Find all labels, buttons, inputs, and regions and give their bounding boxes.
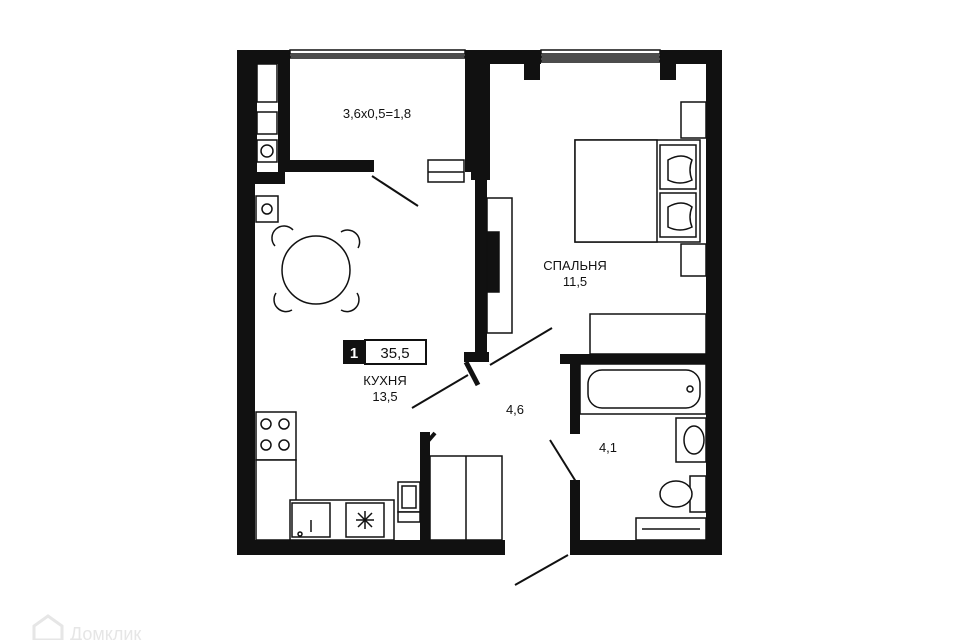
watermark: Домклик [32,614,141,640]
toilet-icon [659,475,707,513]
air-conditioner [427,159,465,183]
bedroom-area-label: 11,5 [563,274,587,289]
hall-fixtures [397,197,513,541]
total-area: 35,5 [380,345,409,362]
bathroom-fixtures [579,363,707,541]
door-icon [371,175,579,586]
bathroom-area-label: 4,1 [599,440,617,455]
balcony-shelves [256,63,278,163]
stove-icon [255,411,297,461]
bed-icon [574,101,707,355]
washing-machine-icon [345,502,385,538]
kitchen-fixtures [255,195,395,541]
walls [237,50,722,555]
watermark-text: Домклик [70,624,141,640]
sink-icon [291,502,331,538]
window-icon [289,49,661,63]
kitchen-area-label: 13,5 [372,389,397,404]
hall-area-label: 4,6 [506,402,524,417]
balcony-area-label: 3,6x0,5=1,8 [343,106,411,121]
bedroom-name-label: СПАЛЬНЯ [543,258,607,273]
table-icon [271,225,361,313]
home-icon [32,614,64,640]
apartment-badge: 1 35,5 [343,339,427,365]
bathtub-icon [579,363,707,415]
kitchen-name-label: КУХНЯ [363,373,406,388]
rooms-count: 1 [350,345,358,362]
